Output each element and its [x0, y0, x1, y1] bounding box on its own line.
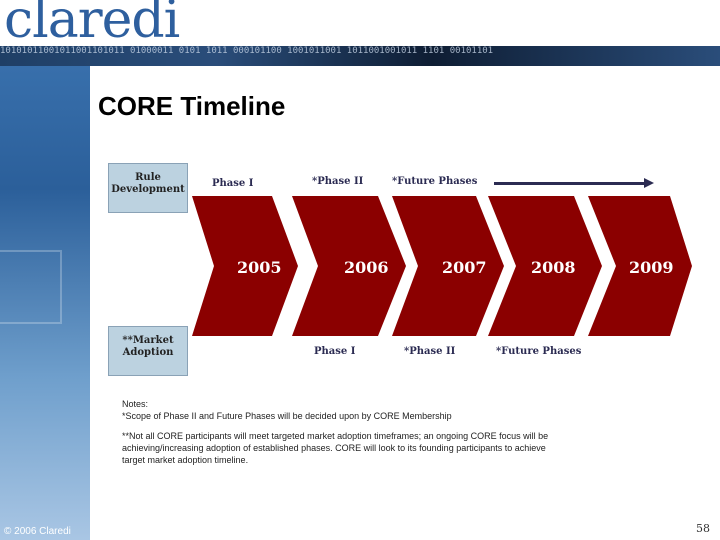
binary-pattern: 10101011001011001101011 01000011 0101 10… — [0, 46, 494, 56]
top-phase-3: *Future Phases — [392, 176, 478, 187]
chevron-1 — [192, 196, 298, 336]
bottom-phase-3: *Future Phases — [496, 346, 582, 357]
decorative-side-strip — [0, 0, 90, 540]
year-2009: 2009 — [629, 258, 674, 277]
year-2005: 2005 — [237, 258, 282, 277]
rule-development-box: Rule Development — [108, 163, 188, 213]
top-phase-1: Phase I — [212, 178, 254, 189]
chevron-2 — [292, 196, 406, 336]
chevron-band — [192, 196, 692, 336]
year-2007: 2007 — [442, 258, 487, 277]
note-2-line-2: achieving/increasing adoption of establi… — [122, 443, 546, 453]
future-arrow-line — [494, 182, 644, 185]
header-band: 10101011001011001101011 01000011 0101 10… — [0, 46, 720, 66]
page-number: 58 — [696, 522, 710, 535]
chevron-5 — [588, 196, 692, 336]
note-2-line-3: target market adoption timeline. — [122, 455, 249, 465]
header: claredi 10101011001011001101011 01000011… — [0, 0, 720, 66]
market-adoption-box: **Market Adoption — [108, 326, 188, 376]
bottom-phase-2: *Phase II — [404, 346, 456, 357]
top-phase-2: *Phase II — [312, 176, 364, 187]
page-title: CORE Timeline — [98, 91, 286, 121]
year-2008: 2008 — [531, 258, 576, 277]
copyright: © 2006 Claredi — [4, 526, 71, 537]
year-2006: 2006 — [344, 258, 389, 277]
monitor-graphic — [0, 250, 62, 324]
note-1: *Scope of Phase II and Future Phases wil… — [122, 411, 452, 421]
claredi-logo: claredi — [4, 0, 180, 50]
chevron-3 — [392, 196, 504, 336]
chevron-4 — [488, 196, 602, 336]
timeline-diagram: Rule Development **Market Adoption Phase… — [108, 160, 692, 480]
notes-section: Notes: *Scope of Phase II and Future Pha… — [122, 398, 682, 466]
future-arrow-head — [644, 178, 654, 188]
note-2-line-1: **Not all CORE participants will meet ta… — [122, 431, 549, 441]
bottom-phase-1: Phase I — [314, 346, 356, 357]
notes-heading: Notes: — [122, 399, 149, 409]
